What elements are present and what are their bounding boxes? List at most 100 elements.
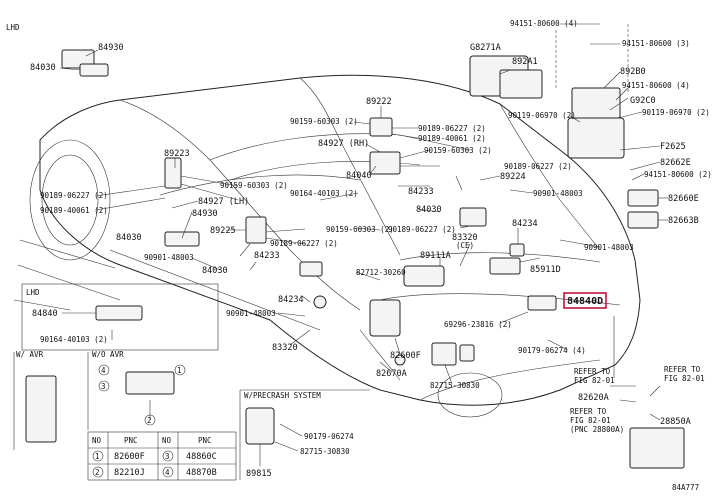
label-84930-mid[interactable]: 84930 [192, 209, 218, 219]
legend-r1-c3[interactable]: 48870B [186, 468, 217, 478]
label-82660E[interactable]: 82660E [668, 194, 699, 204]
inset-precrash-title: W/PRECRASH SYSTEM [244, 391, 321, 400]
inset-connectors: W/ AVR W/O AVR 4 3 2 1 [13, 350, 186, 450]
label-84040-mid[interactable]: 84040 [346, 171, 372, 181]
label-94151-r3[interactable]: 94151-80600 (2) [644, 170, 712, 179]
leader-lines [59, 23, 668, 466]
inset-lhd-84840[interactable]: 84840 [32, 309, 58, 319]
refer-3-line2[interactable]: FIG 82-01 [570, 416, 611, 425]
refer-2-line2[interactable]: FIG 82-01 [664, 374, 705, 383]
label-90189-f[interactable]: 90189-06227 (2) [388, 225, 456, 234]
car-body-outline [13, 74, 641, 418]
label-94151-r1[interactable]: 94151-80600 (3) [622, 39, 690, 48]
label-84927-LH[interactable]: 84927 (LH) [198, 197, 249, 207]
label-90189-b[interactable]: 90189-40061 (2) [418, 134, 486, 143]
legend-header-2: NO [162, 436, 172, 445]
inset-precrash-89815[interactable]: 89815 [246, 469, 272, 479]
part-shapes [25, 49, 685, 469]
legend-header-1: PNC [124, 436, 138, 445]
label-G8271A[interactable]: G8271A [470, 43, 501, 53]
part-labels: LHD 84930 84030 94151-80600 (4) 94151-80… [6, 19, 712, 492]
label-90179[interactable]: 90179-06274 (4) [518, 346, 586, 355]
refer-2-line1[interactable]: REFER TO [664, 365, 701, 374]
label-90159-c[interactable]: 90159-60303 (2) [220, 181, 288, 190]
legend-r0-c3[interactable]: 48860C [186, 452, 217, 462]
legend-table: NO PNC NO PNC 1 82600F 3 48860C 2 82210J… [87, 431, 237, 481]
label-84927-RH[interactable]: 84927 (RH) [318, 139, 369, 149]
label-89224[interactable]: 89224 [500, 172, 526, 182]
label-90159-a[interactable]: 90159-60303 (2) [290, 117, 358, 126]
label-89111A[interactable]: 89111A [420, 251, 451, 261]
legend-r1-c1[interactable]: 82210J [114, 468, 145, 478]
label-83320-b[interactable]: 83320 [272, 343, 298, 353]
label-85911D[interactable]: 85911D [530, 265, 561, 275]
label-82715[interactable]: 82715-30830 [430, 381, 480, 390]
label-82670A[interactable]: 82670A [376, 369, 407, 379]
label-90189-g[interactable]: 90189-06227 (2) [270, 239, 338, 248]
refer-1-line2[interactable]: FIG 82-01 [574, 376, 615, 385]
label-84233-a[interactable]: 84233 [408, 187, 434, 197]
inset-lhd-90164[interactable]: 90164-40103 (2) [40, 335, 108, 344]
refer-3-line1[interactable]: REFER TO [570, 407, 607, 416]
legend-r0-c0: 1 [95, 452, 100, 461]
label-89222[interactable]: 89222 [366, 97, 392, 107]
label-90189-a[interactable]: 90189-06227 (2) [418, 124, 486, 133]
label-84233-b[interactable]: 84233 [254, 251, 280, 261]
label-84234-a[interactable]: 84234 [512, 219, 538, 229]
label-90901-b[interactable]: 90901-48003 [144, 253, 194, 262]
label-90164-a[interactable]: 90164-40103 (2) [290, 189, 358, 198]
inset-precrash-90179[interactable]: 90179-06274 [304, 432, 354, 441]
region-label: LHD [6, 23, 20, 32]
label-892B0[interactable]: 892B0 [620, 67, 646, 77]
inset-lhd-title: LHD [26, 288, 40, 297]
label-892A1[interactable]: 892A1 [512, 57, 538, 67]
label-69296[interactable]: 69296-23816 (2) [444, 320, 512, 329]
label-90901-a[interactable]: 90901-48003 [533, 189, 583, 198]
svg-text:4: 4 [101, 366, 106, 375]
label-94151-r2[interactable]: 94151-80600 (4) [622, 81, 690, 90]
label-90189-d[interactable]: 90189-06227 (2) [40, 191, 108, 200]
refer-3-line3[interactable]: (PNC 28800A) [570, 425, 624, 434]
label-F2625[interactable]: F2625 [660, 142, 686, 152]
label-84930-top[interactable]: 84930 [98, 43, 124, 53]
label-82663B[interactable]: 82663B [668, 216, 699, 226]
label-28850A[interactable]: 28850A [660, 417, 691, 427]
label-84030-left[interactable]: 84030 [116, 233, 142, 243]
refer-1-line1[interactable]: REFER TO [574, 367, 611, 376]
label-82600F[interactable]: 82600F [390, 351, 421, 361]
legend-r0-c1[interactable]: 82600F [114, 452, 145, 462]
label-84030-low[interactable]: 84030 [202, 266, 228, 276]
label-84030-mid[interactable]: 84030 [416, 205, 442, 215]
inset-lhd: LHD 84840 90164-40103 (2) [21, 283, 219, 351]
label-90119-b[interactable]: 90119-06970 (2) [642, 108, 710, 117]
svg-text:2: 2 [147, 416, 152, 425]
label-94151-top[interactable]: 94151-80600 (4) [510, 19, 578, 28]
legend-header-3: PNC [198, 436, 212, 445]
label-83320-sub: (CE) [456, 241, 474, 250]
label-90159-d[interactable]: 90159-60303 (2) [326, 225, 394, 234]
inset-precrash: W/PRECRASH SYSTEM 90179-06274 82715-3083… [239, 389, 370, 480]
legend-r1-c2: 4 [165, 468, 170, 477]
label-84234-b[interactable]: 84234 [278, 295, 304, 305]
svg-text:3: 3 [101, 382, 106, 391]
svg-text:1: 1 [177, 366, 182, 375]
label-G92C0[interactable]: G92C0 [630, 96, 656, 106]
inset-conn-label-a: W/ AVR [16, 350, 44, 359]
label-90901-d[interactable]: 90901-48003 [226, 309, 276, 318]
label-90119-a[interactable]: 90119-06970 (2) [508, 111, 576, 120]
label-89225[interactable]: 89225 [210, 226, 236, 236]
label-89223[interactable]: 89223 [164, 149, 190, 159]
inset-precrash-82715[interactable]: 82715-30830 [300, 447, 350, 456]
label-84840D[interactable]: 84840D [567, 296, 603, 307]
label-90189-c[interactable]: 90189-06227 (2) [504, 162, 572, 171]
label-82662E[interactable]: 82662E [660, 158, 691, 168]
label-90901-c[interactable]: 90901-48003 [584, 243, 634, 252]
label-90189-e[interactable]: 90189-40061 (2) [40, 206, 108, 215]
label-82712[interactable]: 82712-30260 [356, 268, 406, 277]
label-90159-b[interactable]: 90159-60303 (2) [424, 146, 492, 155]
label-83320-a[interactable]: 83320 [452, 233, 478, 243]
label-82620A[interactable]: 82620A [578, 393, 609, 403]
legend-r1-c0: 2 [95, 468, 100, 477]
label-84030-top[interactable]: 84030 [30, 63, 56, 73]
